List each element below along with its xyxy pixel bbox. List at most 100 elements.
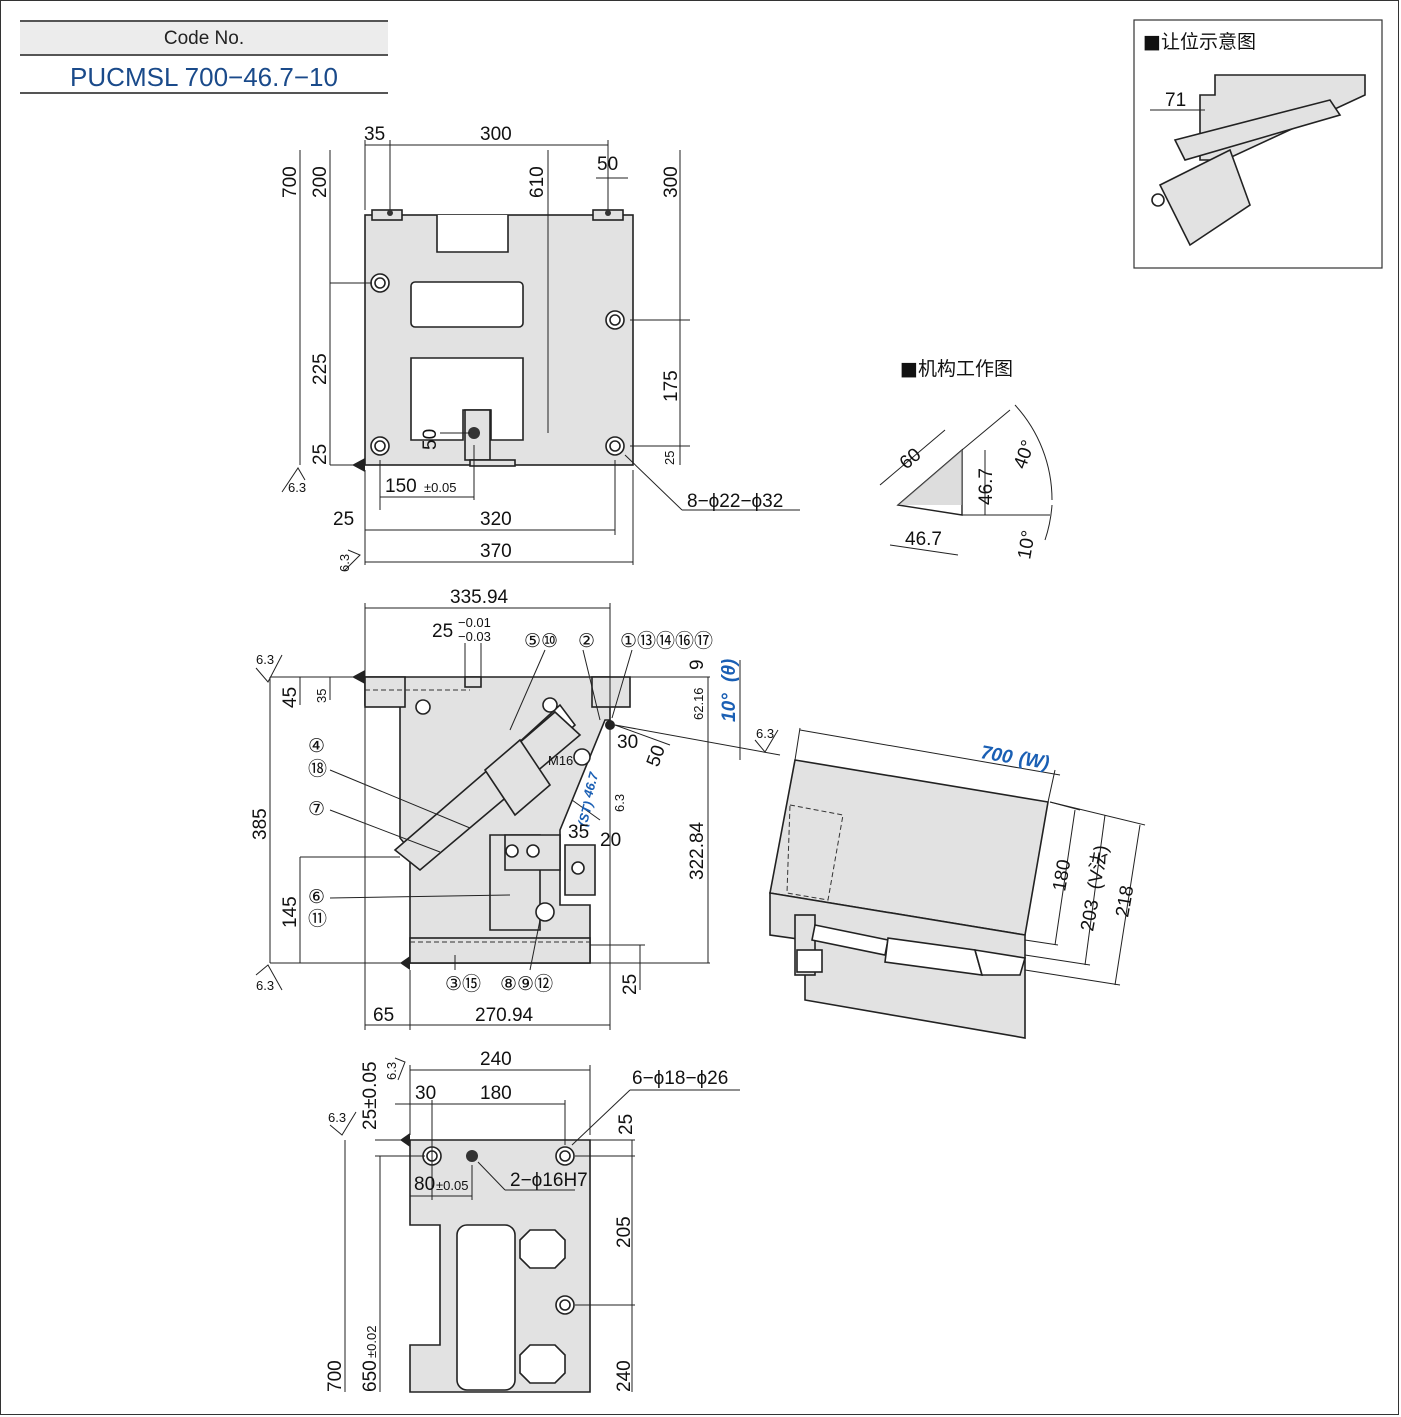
top-dim-225: 225	[310, 353, 331, 385]
bottom-roughness-2: 6.3	[384, 1062, 399, 1080]
top-dim-320: 320	[480, 509, 512, 530]
side-tol-upper: −0.01	[458, 615, 491, 630]
side-part-2: ②	[578, 631, 595, 652]
top-holes-callout: 8−ϕ22−ϕ32	[687, 491, 783, 512]
side-part-4: ④	[308, 736, 325, 757]
top-view: 35 300 50 610 300 700 200 225 25 50 175 …	[280, 124, 800, 572]
side-dim-65: 65	[373, 1005, 394, 1026]
mech-angle-10: 10°	[1014, 529, 1040, 561]
top-dim-50-center: 50	[420, 429, 441, 450]
code-label: Code No.	[20, 20, 388, 56]
side-dim-50: 50	[643, 742, 670, 769]
side-part-18: ⑱	[308, 758, 327, 780]
code-value: PUCMSL 700−46.7−10	[20, 58, 388, 94]
bottom-dim-240-right: 240	[614, 1360, 635, 1392]
side-dim-145: 145	[280, 896, 301, 928]
top-dim-150-tol: ±0.05	[424, 480, 456, 495]
side-roughness-a: 6.3	[256, 652, 274, 667]
top-dim-370: 370	[480, 541, 512, 562]
side-body	[364, 676, 611, 964]
clearance-inset: ■让位示意图 71	[1133, 19, 1383, 269]
bottom-dim-650-tol: ±0.02	[364, 1326, 379, 1358]
bottom-dim-205: 205	[614, 1216, 635, 1248]
mech-angle-40: 40°	[1010, 438, 1040, 472]
code-number-box: Code No. PUCMSL 700−46.7−10	[20, 20, 388, 95]
side-dim-32284: 322.84	[687, 821, 708, 880]
bottom-dim-25-tol: 25±0.05	[360, 1061, 381, 1130]
bottom-pins-callout: 2−ϕ16H7	[510, 1170, 588, 1191]
bottom-slot	[456, 1224, 516, 1391]
side-view: 335.94 25 −0.01 −0.03 ⑤⑩ ② ①⑬⑭⑯⑰ 9 62.16…	[250, 587, 781, 1030]
mech-dim-60: 60	[896, 444, 926, 474]
bottom-dim-25-right: 25	[616, 1114, 637, 1135]
width-dim-180: 180	[1049, 858, 1075, 893]
top-dim-300-right: 300	[661, 166, 682, 198]
side-angle-10: 10°	[719, 693, 740, 722]
top-roughness-2: 6.3	[337, 554, 352, 572]
width-dim-203-label: (V法)	[1083, 843, 1112, 890]
side-stroke-value: 46.7	[580, 770, 601, 800]
bottom-holes-callout: 6−ϕ18−ϕ26	[632, 1068, 728, 1089]
top-dim-25-bottom: 25	[333, 509, 354, 530]
side-dim-33594: 335.94	[450, 587, 509, 608]
bottom-dim-80: 80	[414, 1174, 435, 1195]
side-dim-25-bottom: 25	[620, 974, 641, 995]
mechanism-diagram: ■机构工作图 60 46.7 46.7 40° 10°	[879, 358, 1053, 561]
angle-arc-40	[1014, 404, 1053, 501]
side-part-8-9-12: ⑧⑨⑫	[500, 973, 553, 995]
top-roughness-1: 6.3	[288, 480, 306, 495]
side-dim-35-b: 35	[568, 822, 589, 843]
side-dim-35: 35	[314, 689, 329, 703]
top-dim-150: 150	[385, 476, 417, 497]
inset-pivot	[1151, 193, 1165, 207]
side-part-7: ⑦	[308, 799, 325, 820]
side-dim-45: 45	[280, 687, 301, 708]
side-roughness-c: 6.3	[756, 726, 774, 741]
inset-clamp	[1158, 148, 1251, 247]
bottom-dim-80-tol: ±0.05	[436, 1178, 468, 1193]
top-dim-610: 610	[527, 166, 548, 198]
side-dim-6216: 62.16	[691, 687, 706, 720]
mechanism-title: ■机构工作图	[900, 358, 1013, 380]
bottom-dim-700: 700	[325, 1360, 346, 1392]
angle-arc-10	[1044, 504, 1053, 541]
mechanism-triangle-fill	[898, 450, 962, 505]
bottom-dim-30: 30	[415, 1083, 436, 1104]
top-holes	[370, 210, 625, 456]
bottom-dim-180: 180	[480, 1083, 512, 1104]
width-dim-218: 218	[1112, 884, 1138, 919]
top-dim-300: 300	[480, 124, 512, 145]
width-dim-700: 700	[979, 742, 1014, 768]
width-dim-203: 203	[1077, 898, 1103, 933]
top-dim-25-left: 25	[310, 444, 331, 465]
side-part-1-group: ①⑬⑭⑯⑰	[620, 630, 713, 652]
top-dim-35: 35	[364, 124, 385, 145]
bottom-dim-650: 650	[360, 1360, 381, 1392]
side-dim-25: 25	[432, 621, 453, 642]
top-dim-700: 700	[280, 166, 301, 198]
side-dim-30: 30	[617, 732, 638, 753]
bottom-dim-240: 240	[480, 1049, 512, 1070]
side-dim-9: 9	[687, 659, 708, 670]
bottom-roughness-1: 6.3	[328, 1110, 346, 1125]
side-dim-20: 20	[600, 830, 621, 851]
inset-title: ■让位示意图	[1143, 31, 1256, 53]
top-dim-175: 175	[661, 370, 682, 402]
side-m16: M16	[548, 753, 573, 768]
side-part-6: ⑥	[308, 887, 325, 908]
top-dim-50: 50	[597, 154, 618, 175]
top-dim-25-right: 25	[662, 451, 677, 465]
inset-dim-71: 71	[1165, 90, 1186, 111]
side-dim-385: 385	[250, 808, 271, 840]
top-dim-200: 200	[310, 166, 331, 198]
mech-dim-467-h: 46.7	[905, 529, 942, 550]
side-stroke-label: (ST)	[575, 800, 596, 828]
top-notch	[436, 215, 509, 253]
top-window-1	[410, 281, 524, 328]
side-part-11: ⑪	[308, 908, 327, 930]
side-dim-27094: 270.94	[475, 1005, 534, 1026]
inset-arm	[1173, 99, 1342, 161]
side-angle-theta: (θ)	[719, 659, 740, 682]
